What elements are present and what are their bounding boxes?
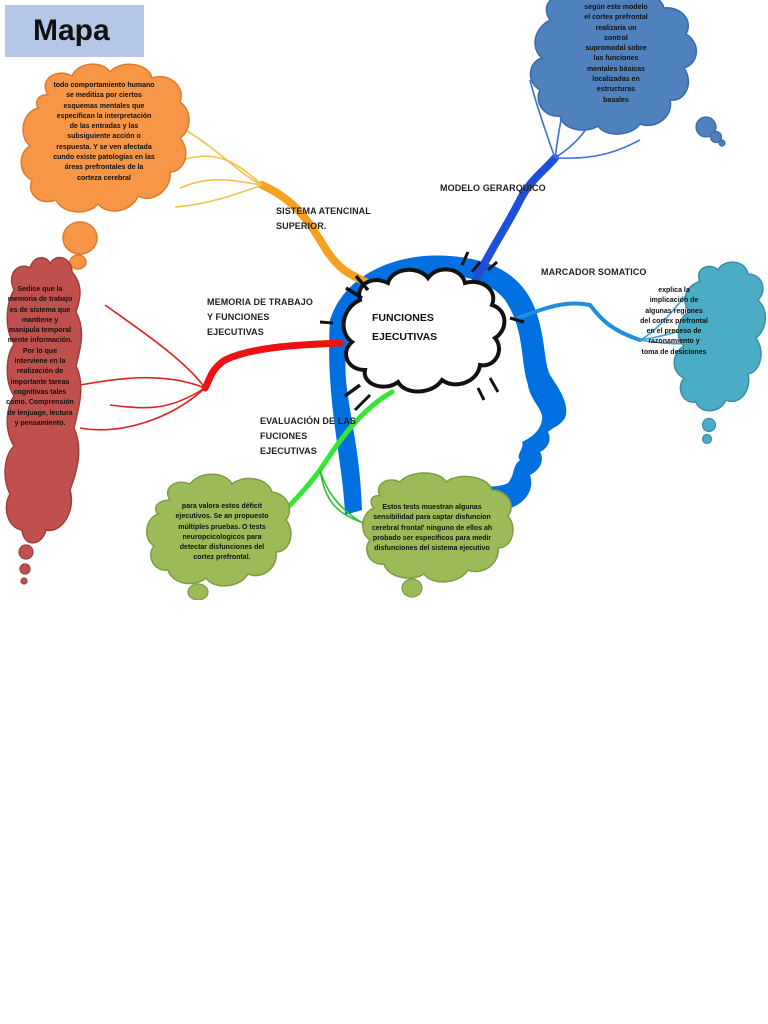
page-title: Mapa (33, 14, 110, 47)
bubble-green-right (362, 472, 514, 598)
label-evaluacion-line-1: EVALUACIÓN DE LAS (260, 416, 357, 426)
central-line-1: FUNCIONES (372, 312, 434, 324)
label-evaluacion-line-3: EJECUTIVAS (260, 446, 317, 456)
bubble-orange-text: todo comportamiento humano se meditiza p… (53, 82, 155, 182)
label-sistema-line-1: SISTEMA ATENCINAL (276, 206, 371, 216)
label-memoria-line-2: Y FUNCIONES (207, 312, 270, 322)
bubble-red-text: Sedice que la memoria de trabajo es de s… (6, 286, 74, 427)
central-line-2: EJECUTIVAS (372, 331, 438, 343)
label-modelo-text: MODELO GERARQUICO (440, 183, 546, 193)
central-cloud (319, 251, 525, 412)
label-marcador: MARCADOR SOMATICO (541, 265, 647, 280)
label-evaluacion: EVALUACIÓN DE LAS FUCIONES EJECUTIVAS (260, 414, 356, 459)
bubble-teal-text: explica la implicación de algunas region… (640, 287, 708, 356)
label-modelo: MODELO GERARQUICO (440, 181, 546, 196)
label-memoria-line-3: EJECUTIVAS (207, 327, 264, 337)
label-sistema: SISTEMA ATENCINAL SUPERIOR. (276, 204, 371, 234)
label-memoria-line-1: MEMORIA DE TRABAJO (207, 297, 313, 307)
bubble-blue-text: según este modelo el cortex prefrontal r… (584, 4, 648, 104)
label-memoria: MEMORIA DE TRABAJO Y FUNCIONES EJECUTIVA… (207, 295, 313, 340)
branch-memoria (79, 304, 344, 431)
bubble-red (4, 256, 83, 585)
title-box: Mapa (5, 5, 144, 57)
bubble-teal (673, 261, 767, 445)
bubble-green-left (146, 473, 292, 600)
label-evaluacion-line-2: FUCIONES (260, 431, 308, 441)
mind-map-canvas (4, 0, 767, 600)
bubble-green-right-text: Estos tests muestran algunas sensibilida… (371, 504, 493, 553)
bubble-orange (20, 63, 190, 270)
label-sistema-line-2: SUPERIOR. (276, 221, 327, 231)
label-marcador-text: MARCADOR SOMATICO (541, 267, 647, 277)
bubble-green-left-text: para valora estos déficit ejecutivos. Se… (175, 503, 269, 562)
central-topic-label: FUNCIONES EJECUTIVAS (372, 309, 472, 347)
bubble-blue (529, 0, 726, 147)
